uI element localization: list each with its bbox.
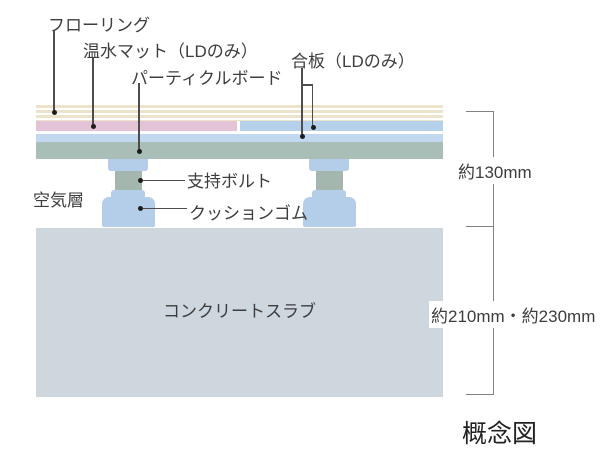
support-bolt-left [115,171,142,190]
support-bolt-leader-line [143,179,185,181]
plywood-layer-lower [36,133,443,142]
cushion-rubber-label: クッションゴム [189,204,308,223]
hot-water-mat-label: 温水マット（LDのみ） [83,42,258,61]
concrete-slab-label: コンクリートスラブ [163,302,316,321]
dimension-tick-middle [466,226,494,227]
flooring-leader-dot [51,109,57,115]
dimension-tick-top [466,111,494,112]
cushion-rubber-left [102,197,155,227]
support-bolt-label: 支持ボルト [187,172,272,191]
figure-caption: 概念図 [462,421,538,448]
cushion-rubber-right [303,197,356,227]
plywood-label: 合板（LDのみ） [291,52,415,71]
bolt-cap-right [309,159,349,171]
dimension-line-vertical [493,111,494,395]
dimension-label-slab-thickness: 約210mm・約230mm [429,301,598,328]
cushion-rubber-leader-line [143,207,187,209]
concrete-slab: コンクリートスラブ [36,228,443,397]
flooring-label: フローリング [48,16,150,35]
plywood-leader-dot-main [299,133,305,139]
cushion-rubber-leader-dot [137,205,143,211]
support-bolt-right [316,171,343,190]
cushion-neck-left [111,190,145,200]
flooring-leader-line [53,30,55,112]
plywood-leader-line-main [301,68,303,136]
plywood-leader-branch-horizontal [301,84,313,86]
dimension-label-floor-height: 約130mm [456,157,534,184]
bolt-cap-left [108,159,148,171]
plywood-layer-upper [240,121,443,131]
hot-water-mat-leader-line [92,57,94,126]
cushion-neck-right [312,190,346,200]
particle-board-leader-dot [136,148,142,154]
flooring-layer [36,105,443,121]
plywood-leader-branch-vertical [311,84,313,127]
particle-board-leader-line [138,83,140,151]
particle-board-label: パーティクルボード [131,69,283,88]
hot-water-mat-leader-dot [90,123,96,129]
air-layer-label: 空気層 [33,191,84,210]
dimension-tick-bottom [466,394,494,395]
support-bolt-leader-dot [137,177,143,183]
particle-board-layer [36,142,443,159]
plywood-leader-dot-branch [310,124,316,130]
hot-water-mat-layer [36,121,237,131]
